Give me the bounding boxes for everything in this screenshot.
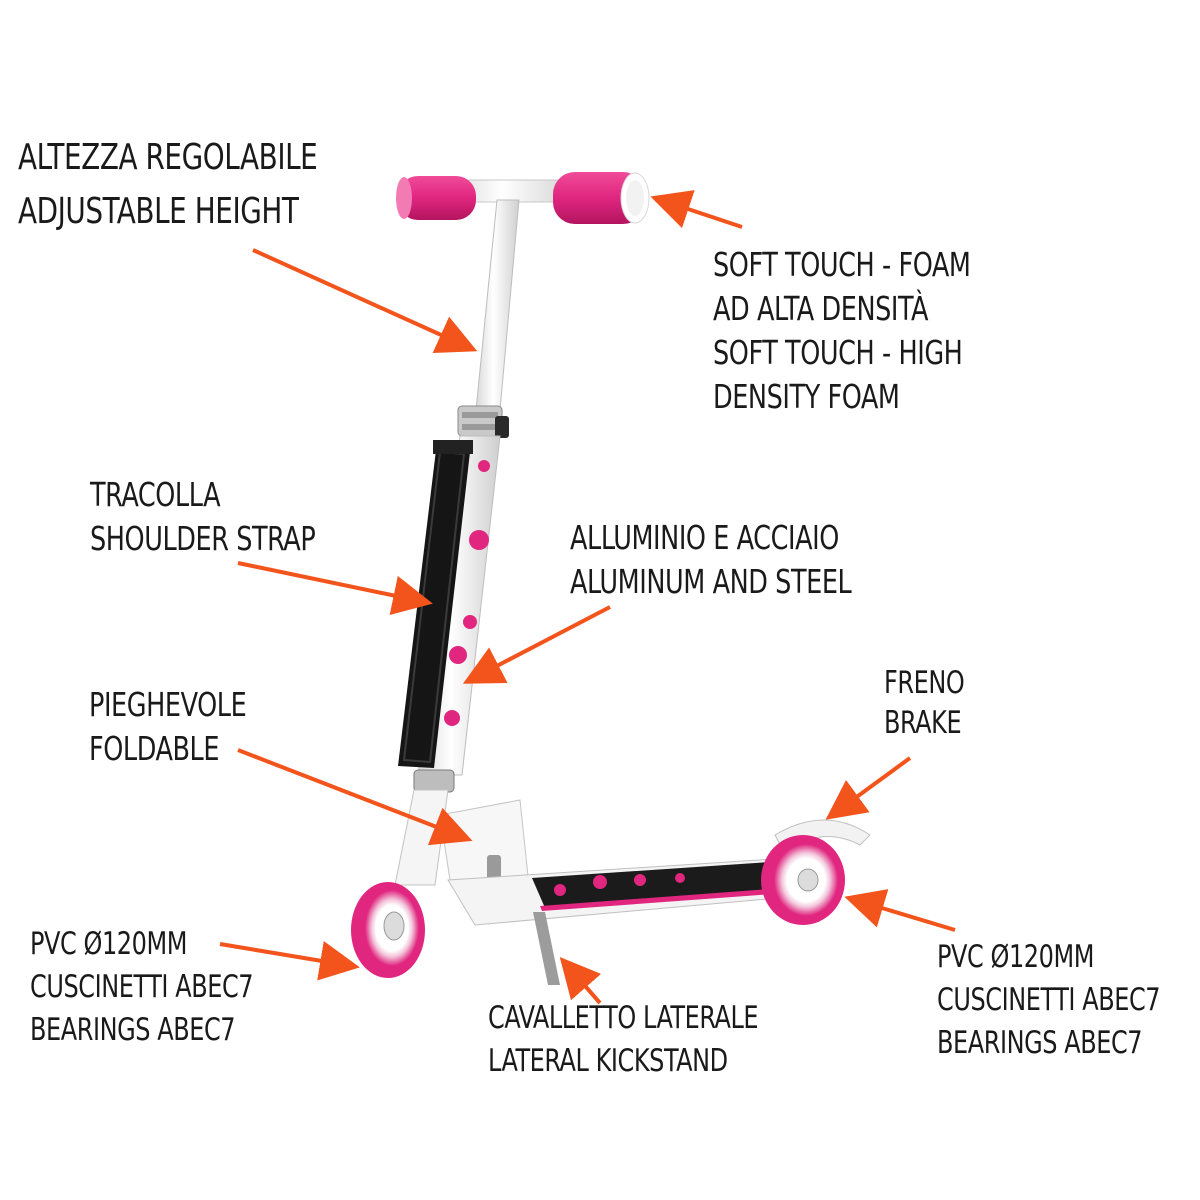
- arrow-adjustable-height: [252, 248, 478, 354]
- label-foam-grip-it-1: SOFT TOUCH - FOAM: [713, 245, 971, 284]
- label-brake-en: BRAKE: [884, 705, 962, 741]
- height-clamp: [457, 405, 509, 438]
- label-adjustable-height-it: ALTEZZA REGOLABILE: [18, 137, 318, 178]
- label-rear-wheel-bearings-it: CUSCINETTI ABEC7: [937, 982, 1161, 1018]
- deck-grip-tape: [532, 862, 784, 908]
- label-front-wheel-size: PVC Ø120MM: [30, 926, 187, 962]
- callout-arrows: [219, 190, 956, 1005]
- label-foldable-en: FOLDABLE: [89, 729, 220, 768]
- label-adjustable-height-en: ADJUSTABLE HEIGHT: [18, 191, 299, 232]
- label-brake: FRENO BRAKE: [884, 665, 965, 748]
- label-kickstand: CAVALLETTO LATERALE LATERAL KICKSTAND: [488, 1000, 759, 1089]
- label-foldable-it: PIEGHEVOLE: [89, 685, 247, 724]
- label-brake-it: FRENO: [884, 665, 965, 701]
- arrow-kickstand: [559, 956, 602, 1005]
- label-adjustable-height: ALTEZZA REGOLABILE ADJUSTABLE HEIGHT: [18, 137, 318, 248]
- label-foldable: PIEGHEVOLE FOLDABLE: [89, 685, 247, 776]
- label-shoulder-strap-en: SHOULDER STRAP: [90, 519, 316, 558]
- label-front-wheel-bearings-en: BEARINGS ABEC7: [30, 1012, 236, 1048]
- label-kickstand-en: LATERAL KICKSTAND: [488, 1043, 728, 1079]
- label-rear-wheel-size: PVC Ø120MM: [937, 939, 1094, 975]
- label-foam-grip-it-2: AD ALTA DENSITÀ: [713, 289, 928, 328]
- label-front-wheel: PVC Ø120MM CUSCINETTI ABEC7 BEARINGS ABE…: [30, 926, 254, 1058]
- label-rear-wheel: PVC Ø120MM CUSCINETTI ABEC7 BEARINGS ABE…: [937, 939, 1161, 1071]
- label-aluminum-steel: ALLUMINIO E ACCIAIO ALUMINUM AND STEEL: [570, 518, 852, 609]
- label-aluminum-steel-en: ALUMINUM AND STEEL: [570, 562, 852, 601]
- deck-flower-decals: [554, 873, 685, 896]
- arrow-aluminum-steel: [462, 605, 611, 684]
- front-fork: [394, 789, 449, 886]
- stem-flower-decals: [444, 460, 490, 726]
- label-shoulder-strap: TRACOLLA SHOULDER STRAP: [90, 475, 316, 566]
- front-wheel: [351, 882, 425, 978]
- shoulder-strap: [398, 440, 473, 768]
- folding-collar: [413, 769, 455, 793]
- arrow-front-wheel: [219, 941, 360, 981]
- label-foam-grip-en-2: DENSITY FOAM: [713, 377, 900, 416]
- label-foam-grip: SOFT TOUCH - FOAM AD ALTA DENSITÀ SOFT T…: [713, 248, 971, 424]
- label-front-wheel-bearings-it: CUSCINETTI ABEC7: [30, 969, 254, 1005]
- rear-wheel: [761, 835, 845, 925]
- arrow-foam-grip: [650, 190, 743, 229]
- arrow-brake: [825, 756, 912, 820]
- label-rear-wheel-bearings-en: BEARINGS ABEC7: [937, 1025, 1143, 1061]
- right-grip: [553, 172, 650, 224]
- deck-pink-stripe: [540, 888, 786, 911]
- arrow-rear-wheel: [844, 889, 956, 932]
- kickstand: [533, 912, 560, 985]
- label-kickstand-it: CAVALLETTO LATERALE: [488, 1000, 759, 1036]
- arrow-foldable: [237, 748, 473, 846]
- label-shoulder-strap-it: TRACOLLA: [90, 475, 221, 514]
- label-foam-grip-en-1: SOFT TOUCH - HIGH: [713, 333, 963, 372]
- upper-stem: [475, 199, 520, 411]
- label-aluminum-steel-it: ALLUMINIO E ACCIAIO: [570, 518, 839, 557]
- left-grip: [396, 176, 476, 220]
- arrow-shoulder-strap: [237, 561, 433, 616]
